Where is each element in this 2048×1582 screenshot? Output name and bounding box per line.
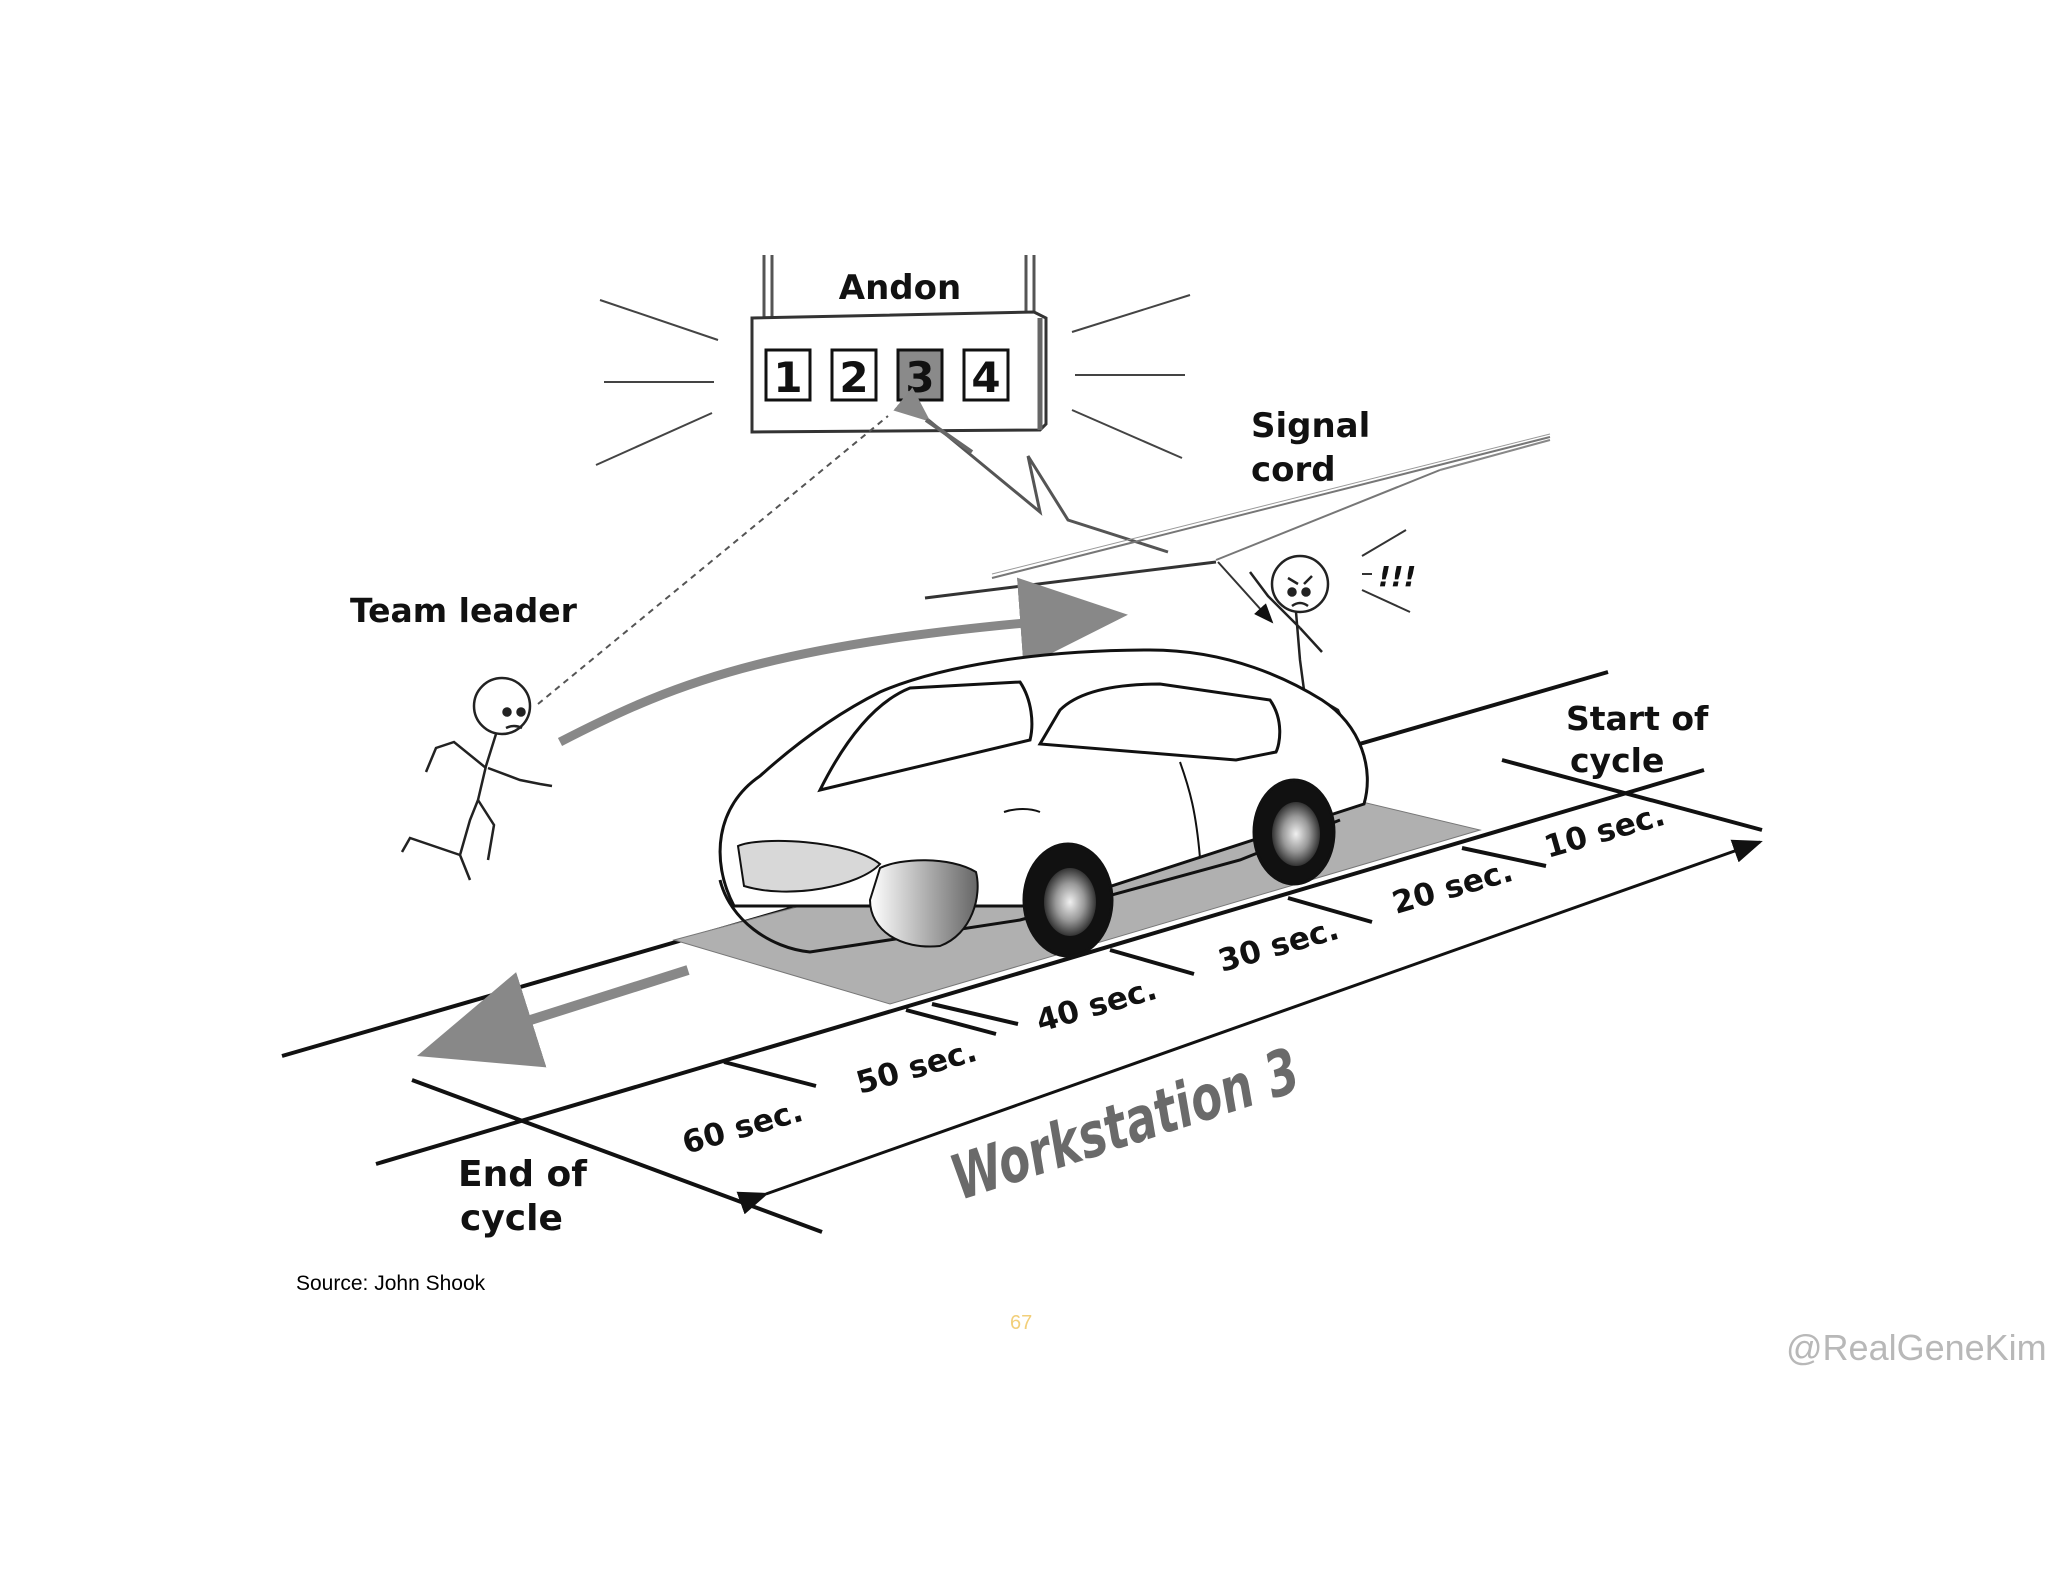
end-of-cycle-line1: End of	[458, 1154, 587, 1195]
workstation-label: Workstation 3	[942, 1035, 1308, 1215]
andon-label: Andon	[839, 268, 961, 308]
end-of-cycle-line2: cycle	[460, 1198, 563, 1239]
time-label-50: 50 sec.	[852, 1033, 981, 1102]
andon-light-1-label: 1	[773, 353, 802, 402]
operator-figure	[1249, 554, 1354, 741]
operator-exclaim: !!!	[1378, 560, 1416, 593]
andon-light-2-label: 2	[839, 353, 868, 402]
workstation-span-arrow	[736, 839, 1763, 1215]
team-leader-figure	[400, 676, 553, 881]
time-label-30: 30 sec.	[1214, 911, 1343, 980]
operator-alarm-lines	[1361, 529, 1411, 613]
car	[718, 648, 1369, 958]
source-credit: Source: John Shook	[296, 1272, 486, 1295]
time-label-60: 60 sec.	[678, 1093, 807, 1162]
time-label-20: 20 sec.	[1388, 853, 1517, 922]
start-of-cycle-line1: Start of	[1566, 699, 1709, 738]
andon-light-4-label: 4	[971, 353, 1000, 402]
andon-light-3-label: 3	[905, 353, 934, 402]
start-of-cycle-line2: cycle	[1570, 741, 1664, 780]
andon-light-2: 2	[830, 348, 878, 402]
team-leader-flow-arrow	[557, 577, 1128, 746]
author-handle: @RealGeneKim	[1786, 1327, 2047, 1368]
time-label-40: 40 sec.	[1032, 971, 1161, 1040]
team-leader-sightline	[537, 415, 889, 705]
andon-light-4: 4	[962, 348, 1010, 402]
time-label-10: 10 sec.	[1540, 797, 1669, 866]
signal-cord	[893, 387, 1551, 624]
signal-cord-label-line1: Signal	[1251, 406, 1370, 446]
page-number: 67	[1010, 1312, 1033, 1334]
andon-light-1: 1	[764, 348, 812, 402]
andon-light-3-active: 3	[896, 348, 944, 402]
andon-board: Andon 1 2 3 4	[750, 255, 1048, 434]
andon-light-rays	[595, 294, 1191, 466]
exit-flow-arrow	[416, 965, 690, 1068]
team-leader-label: Team leader	[350, 591, 578, 630]
signal-cord-label-line2: cord	[1251, 450, 1336, 490]
